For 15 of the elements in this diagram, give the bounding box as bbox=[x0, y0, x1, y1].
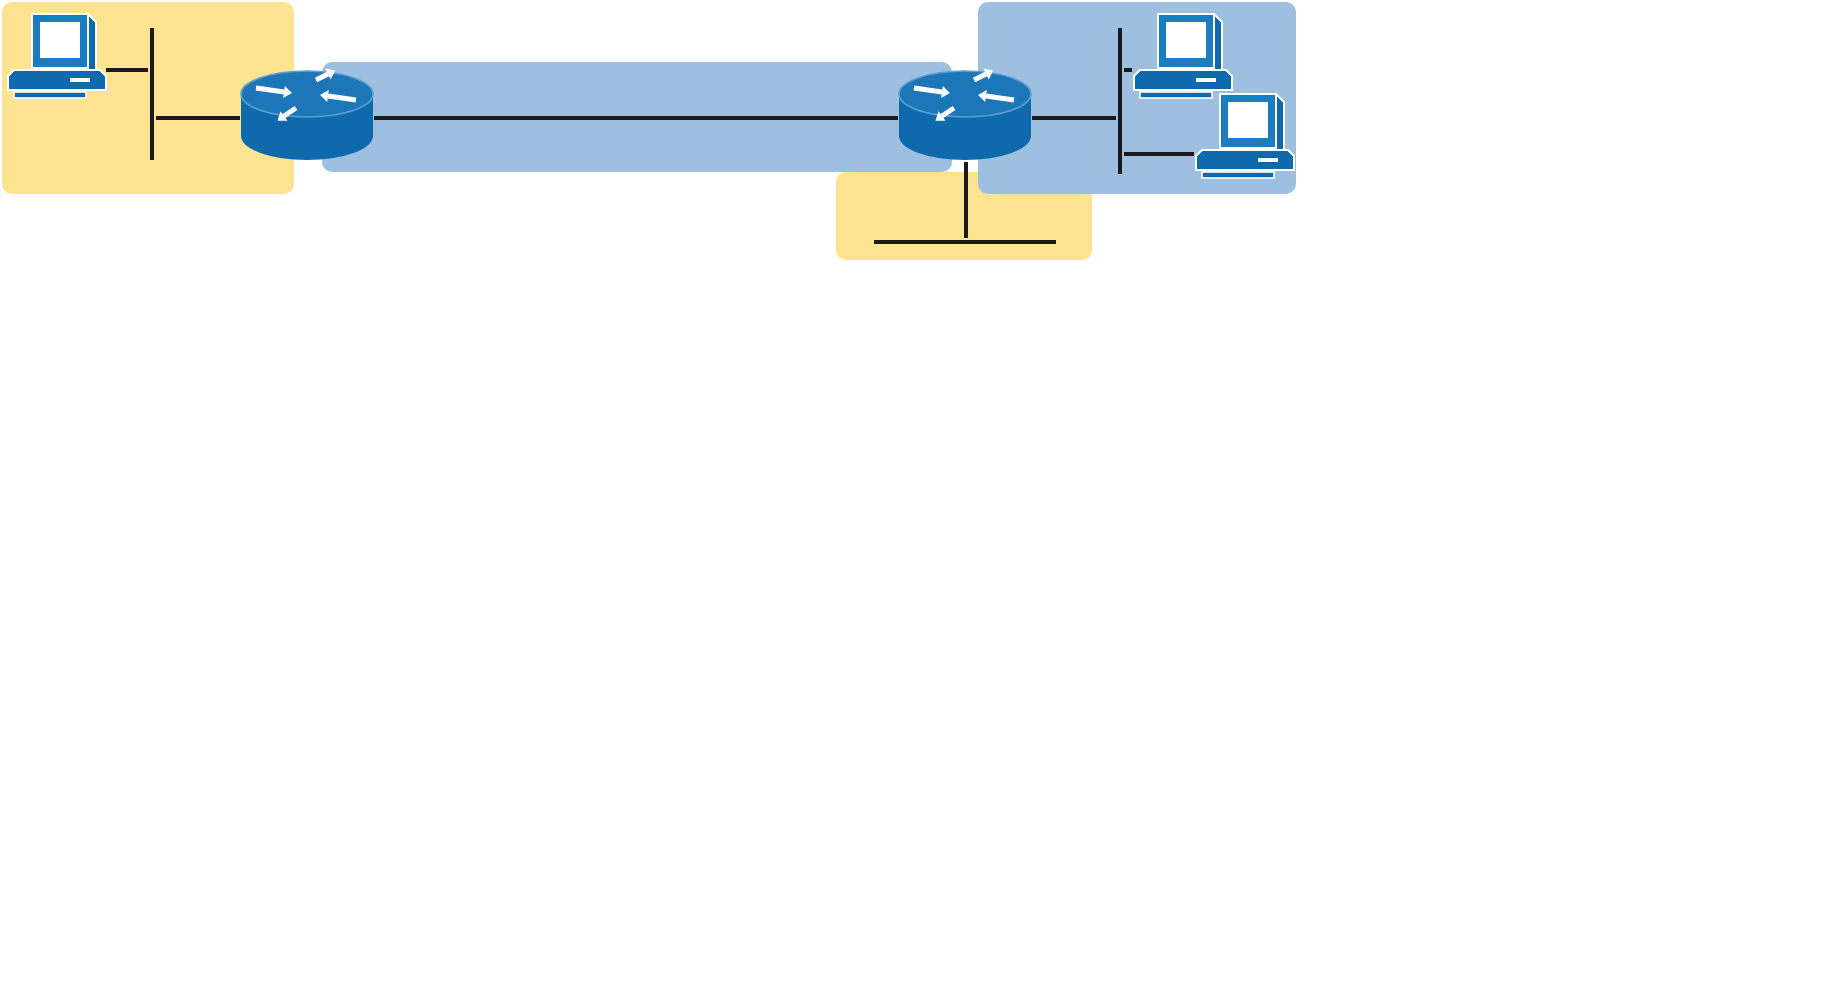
desktop-computer-icon bbox=[1194, 90, 1292, 180]
network-link bbox=[1124, 68, 1132, 72]
router-icon bbox=[240, 70, 374, 162]
lan-segment-line bbox=[148, 28, 156, 160]
desktop-computer-icon bbox=[1132, 10, 1230, 100]
network-link bbox=[156, 116, 240, 120]
network-link bbox=[106, 68, 148, 72]
router-icon bbox=[898, 70, 1032, 162]
network-link bbox=[964, 162, 968, 238]
network-link bbox=[1124, 152, 1194, 156]
desktop-computer-icon bbox=[6, 10, 106, 100]
lan-segment-line bbox=[1116, 28, 1124, 174]
network-link bbox=[374, 116, 898, 120]
lan-segment-line bbox=[874, 238, 1056, 246]
network-link bbox=[1032, 116, 1116, 120]
